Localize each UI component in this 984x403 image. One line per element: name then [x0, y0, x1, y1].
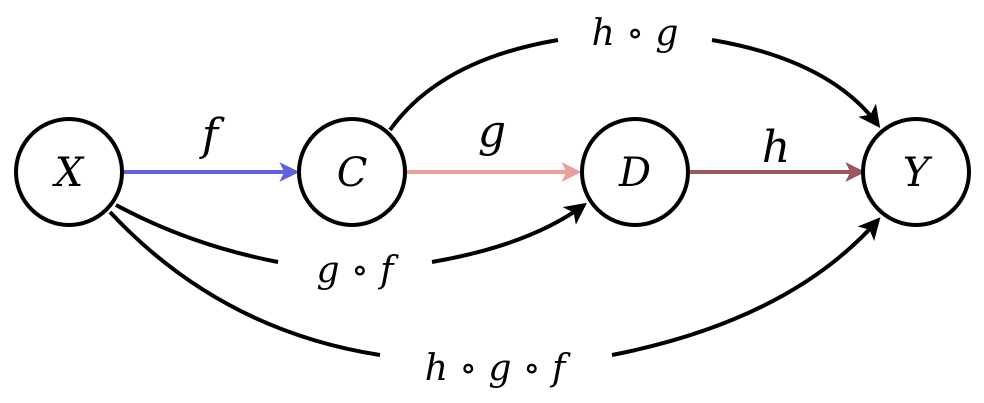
- arrow-h-of-g-end: [711, 38, 881, 128]
- label-g: g: [478, 106, 506, 157]
- arrow-g-of-f-start: [115, 203, 279, 264]
- label-h-of-g-of-f: h ∘ g ∘ f: [425, 348, 571, 389]
- arrow-h-of-g-start: [388, 38, 559, 132]
- label-h-of-g: h ∘ g: [592, 13, 679, 54]
- label-g-of-f: g ∘ f: [317, 250, 400, 291]
- node-d-label: D: [618, 150, 651, 196]
- label-h: h: [762, 122, 790, 173]
- arrow-h-of-g-of-f-start: [108, 210, 381, 357]
- label-f: f: [199, 110, 225, 161]
- node-c: C: [297, 117, 407, 227]
- node-c-label: C: [337, 150, 368, 196]
- node-x: X: [14, 117, 124, 227]
- node-d: D: [580, 117, 690, 227]
- arrow-h-of-g-of-f-end: [611, 217, 881, 357]
- arrow-g-of-f-end: [431, 202, 587, 264]
- node-y: Y: [861, 117, 971, 227]
- node-y-label: Y: [903, 150, 933, 196]
- node-x-label: X: [52, 150, 85, 196]
